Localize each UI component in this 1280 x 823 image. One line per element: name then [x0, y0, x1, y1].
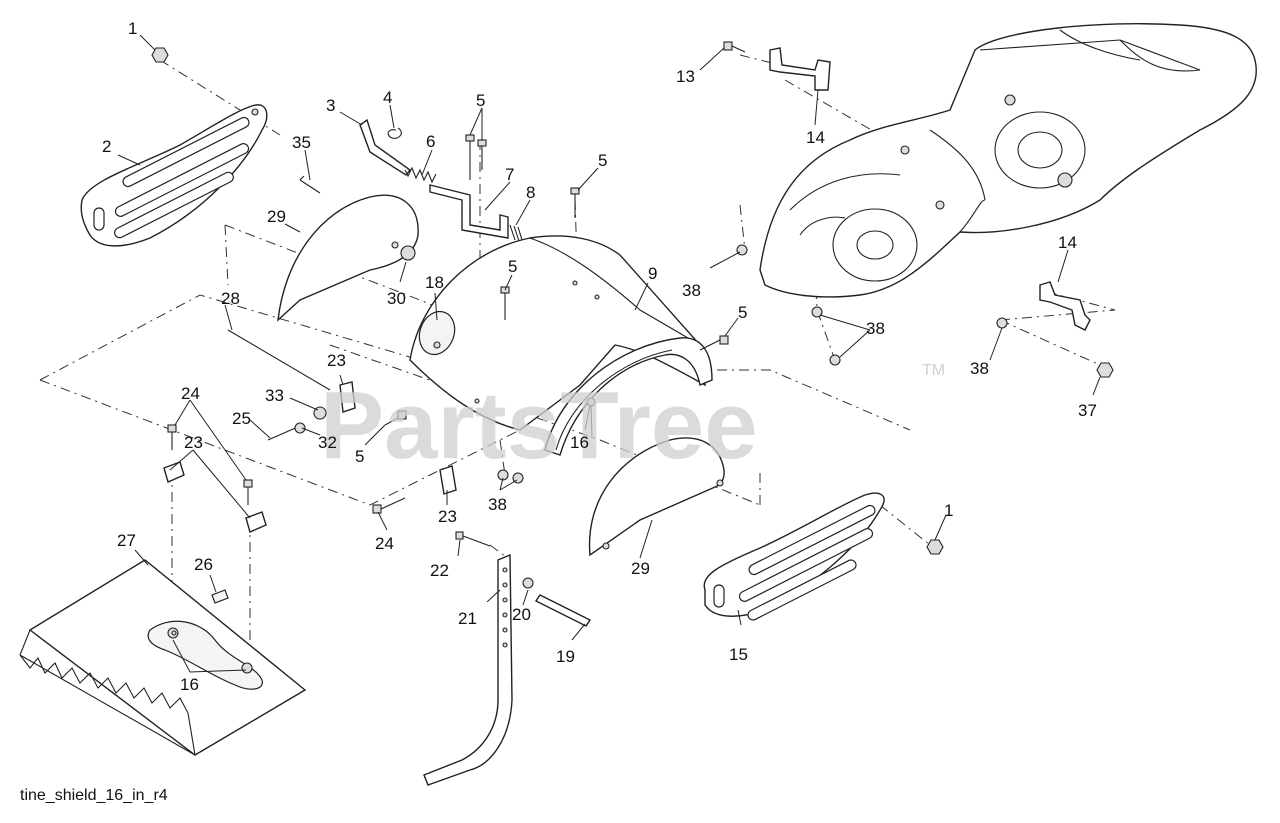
- callout-29-lower: 29: [631, 559, 650, 578]
- callout-1-bottom: 1: [944, 501, 953, 520]
- callout-5-top: 5: [476, 91, 485, 110]
- callout-16-flap-bottom: 16: [180, 675, 199, 694]
- diagram-caption: tine_shield_16_in_r4: [20, 787, 168, 804]
- callout-28: 28: [221, 289, 240, 308]
- callout-23-upper: 23: [327, 351, 346, 370]
- callout-19: 19: [556, 647, 575, 666]
- callout-14-top: 14: [806, 128, 825, 147]
- callout-20: 20: [512, 605, 531, 624]
- callout-7: 7: [505, 165, 514, 184]
- callout-38-housing: 38: [682, 281, 701, 300]
- drag-flap: [19, 559, 307, 756]
- callout-14-right: 14: [1058, 233, 1077, 252]
- callout-5-left: 5: [355, 447, 364, 466]
- callout-38-lower: 38: [866, 319, 885, 338]
- watermark-text: PartsTree: [320, 372, 758, 479]
- callout-3: 3: [326, 96, 335, 115]
- callout-8: 8: [526, 183, 535, 202]
- stake-pin: [534, 594, 592, 627]
- callout-30: 30: [387, 289, 406, 308]
- callout-38-bottom: 38: [488, 495, 507, 514]
- side-shield-right: [703, 492, 885, 621]
- callout-2: 2: [102, 137, 111, 156]
- callout-32: 32: [318, 433, 337, 452]
- shield-disc-lower: [588, 437, 725, 557]
- callout-23-left: 23: [184, 433, 203, 452]
- callout-leaders: [117, 34, 1101, 673]
- callout-26: 26: [194, 555, 213, 574]
- callout-16-flap: 16: [570, 433, 589, 452]
- callout-5-middle: 5: [508, 257, 517, 276]
- callout-33: 33: [265, 386, 284, 405]
- callout-5-right: 5: [598, 151, 607, 170]
- callout-27: 27: [117, 531, 136, 550]
- callout-21: 21: [458, 609, 477, 628]
- callout-15: 15: [729, 645, 748, 664]
- callout-4: 4: [383, 88, 392, 107]
- callout-22: 22: [430, 561, 449, 580]
- callout-5-flap: 5: [738, 303, 747, 322]
- callout-6: 6: [426, 132, 435, 151]
- watermark-trademark: TM: [922, 362, 945, 379]
- callout-18: 18: [425, 273, 444, 292]
- callout-37: 37: [1078, 401, 1097, 420]
- callout-29-top: 29: [267, 207, 286, 226]
- callout-35: 35: [292, 133, 311, 152]
- callout-23-lower: 23: [438, 507, 457, 526]
- side-shield-left: [80, 104, 268, 247]
- callout-25: 25: [232, 409, 251, 428]
- shield-disc-upper: [277, 194, 419, 322]
- callout-9: 9: [648, 264, 657, 283]
- callout-24-lower: 24: [375, 534, 394, 553]
- hardware-small-parts: [151, 41, 1114, 636]
- main-tine-shield: [409, 235, 706, 431]
- tiller-transmission-housing: [759, 23, 1257, 298]
- callout-24-left: 24: [181, 384, 200, 403]
- callout-13: 13: [676, 67, 695, 86]
- depth-stake: [423, 553, 513, 786]
- shield-extension-flap: [544, 337, 713, 456]
- callout-labels: 1 2 3 4 5 5 6 7 8 9 35 29 30 18 5 5 13 1…: [102, 19, 1097, 694]
- callout-38-right: 38: [970, 359, 989, 378]
- callout-1-top: 1: [128, 19, 137, 38]
